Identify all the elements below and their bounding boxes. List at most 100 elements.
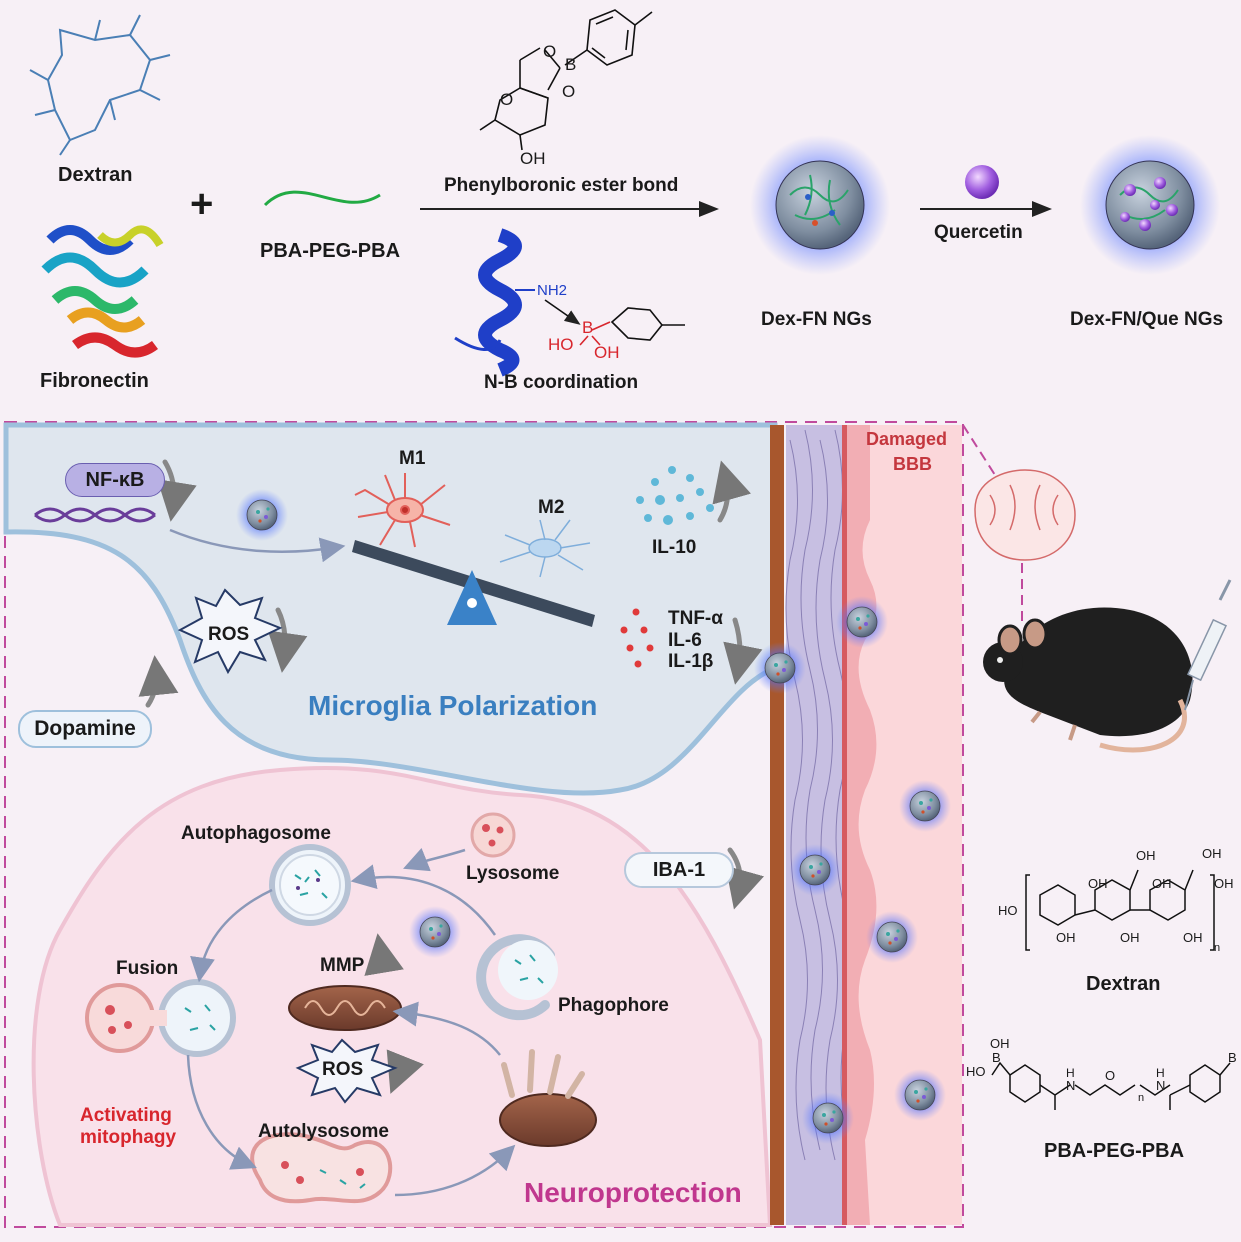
seesaw-graphic [352, 540, 595, 627]
peg-b1: B [992, 1050, 1001, 1065]
m1-label: M1 [399, 448, 426, 469]
syringe-graphic [1184, 579, 1232, 711]
nanogel-microglia [235, 488, 289, 542]
peg-curve-graphic [263, 190, 381, 207]
fusion-graphic [85, 979, 236, 1057]
dex-oh4: OH [1202, 846, 1222, 861]
helix-graphic [454, 228, 581, 377]
autolysosome-graphic [250, 1132, 393, 1204]
bbb-label: BBB [893, 454, 932, 474]
dex-n: n [1214, 942, 1221, 954]
activating-label: Activating [80, 1105, 172, 1126]
phenyl-ring-red [610, 307, 685, 341]
ester-o1: O [543, 42, 557, 61]
ros-star-bottom [295, 1038, 398, 1104]
proinflammatory-dots [620, 608, 654, 668]
ester-o2: O [562, 82, 576, 101]
nfkb-to-m1-arrow [169, 528, 346, 563]
ester-oh: OH [520, 149, 546, 168]
dex-oh2: OH [1136, 848, 1156, 863]
mitophagy-label: mitophagy [80, 1127, 177, 1148]
mmp-label: MMP [320, 955, 365, 976]
dex-oh1: OH [1088, 876, 1108, 891]
peg-h2: H [1156, 1066, 1165, 1080]
ester-o3: O [500, 90, 514, 109]
dextran-structure-label: Dextran [1086, 973, 1161, 995]
coord-ho: HO [548, 335, 574, 354]
il6-label: IL-6 [668, 630, 702, 651]
peg-structure [991, 1061, 1231, 1110]
fusion-label: Fusion [116, 958, 179, 979]
dex-fn-ng-sphere [750, 135, 890, 275]
nanogel-bbb-2 [753, 641, 807, 695]
dex-oh7: OH [1120, 930, 1140, 945]
fibronectin-label: Fibronectin [40, 370, 149, 392]
il10-dots [636, 466, 714, 525]
ros-label-bottom: ROS [322, 1059, 364, 1080]
nanogel-bbb-7 [801, 1091, 855, 1145]
peg-ho: HO [966, 1064, 986, 1079]
dextran-structure [1025, 869, 1215, 951]
bbb-purple-layer [786, 425, 842, 1225]
phagophore-graphic [476, 934, 558, 1021]
ester-b: B [565, 55, 577, 74]
damaged-label: Damaged [866, 429, 948, 449]
nb-coordination-label: N-B coordination [484, 372, 639, 393]
peg-n: n [1138, 1092, 1145, 1104]
peg-n1: N [1066, 1078, 1076, 1093]
boronate-ring-structure [579, 321, 611, 346]
peg-b2: B [1228, 1050, 1237, 1065]
brain-graphic [974, 469, 1076, 561]
dextran-label: Dextran [58, 164, 133, 186]
m2-microglia-cell [499, 519, 591, 578]
dex-fn-que-ng-sphere [1080, 135, 1220, 275]
autophagy-pathway-arrows [186, 847, 516, 1197]
dex-ho: HO [998, 903, 1018, 918]
coord-b: B [582, 318, 594, 337]
quercetin-label: Quercetin [934, 222, 1023, 243]
peg-label: PBA-PEG-PBA [260, 240, 401, 262]
il10-label: IL-10 [652, 537, 697, 558]
m2-label: M2 [538, 497, 565, 518]
nfkb-pill: NF-κB [65, 463, 165, 497]
quercetin-ball [965, 165, 999, 199]
dex-fn-ngs-label: Dex-FN NGs [761, 309, 872, 330]
mitochondrion-graphic [288, 985, 402, 1031]
dex-fn-que-ngs-label: Dex-FN/Que NGs [1070, 309, 1224, 330]
bbb-brown-wall [770, 425, 784, 1225]
phagophore-label: Phagophore [558, 995, 669, 1016]
lysosome-graphic [470, 812, 516, 858]
mouse-graphic [983, 607, 1193, 753]
autolysosome-label: Autolysosome [258, 1121, 389, 1142]
bbb-red-line [842, 425, 847, 1225]
lysosome-label: Lysosome [466, 863, 560, 884]
peg-h1: H [1066, 1066, 1075, 1080]
microglia-title: Microglia Polarization [308, 690, 598, 721]
dna-helix-graphic [34, 507, 156, 523]
phenylboronic-ester-structure [479, 9, 653, 151]
nanogel-bbb-3 [898, 779, 952, 833]
il1b-label: IL-1β [668, 651, 714, 672]
coord-oh: OH [594, 343, 620, 362]
dex-oh6: OH [1056, 930, 1076, 945]
nanogel-bbb-1 [835, 595, 889, 649]
dex-oh5: OH [1214, 876, 1234, 891]
plus-sign: + [190, 182, 214, 226]
peg-n2: N [1156, 1078, 1166, 1093]
ester-bond-label: Phenylboronic ester bond [444, 175, 679, 196]
dex-oh3: OH [1152, 876, 1172, 891]
nh2-label: NH2 [537, 282, 568, 299]
dex-oh8: OH [1183, 930, 1203, 945]
peg-oh: OH [990, 1036, 1010, 1051]
peg-o: O [1105, 1068, 1116, 1083]
nanogel-bbb-4 [788, 843, 842, 897]
panel-leader-line [962, 424, 996, 476]
tnf-label: TNF-α [668, 608, 723, 629]
damaged-mitochondrion-graphic [499, 1049, 597, 1147]
peg-structure-label: PBA-PEG-PBA [1044, 1140, 1185, 1162]
m1-microglia-cell [354, 473, 451, 548]
nanogel-bbb-5 [865, 910, 919, 964]
autophagosome-label: Autophagosome [181, 823, 331, 844]
autophagosome-graphic [269, 844, 351, 926]
